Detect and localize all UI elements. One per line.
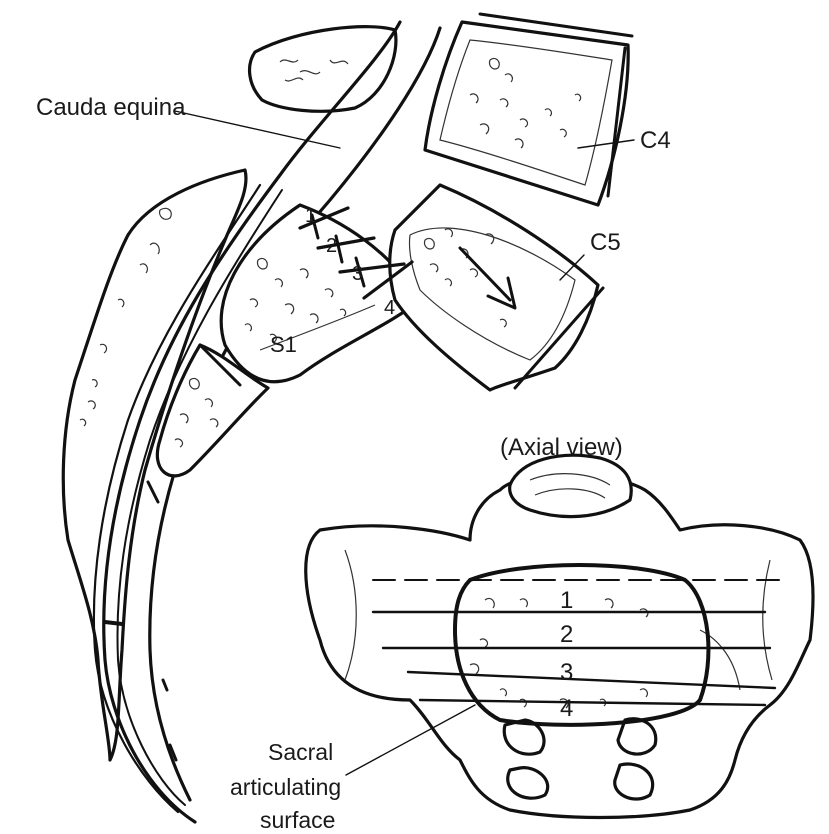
axial-level-3: 3 xyxy=(560,659,573,686)
sacral-lamina xyxy=(63,170,246,760)
axial-level-4: 4 xyxy=(560,695,573,722)
sagittal-level-2: 2 xyxy=(326,235,337,257)
posterior-element-top xyxy=(250,27,396,112)
axial-level-2: 2 xyxy=(560,621,573,648)
axial-level-1: 1 xyxy=(560,587,573,614)
c4-label: C4 xyxy=(640,127,671,154)
vertebra-c4 xyxy=(425,22,628,205)
sacral-label-line2: articulating xyxy=(230,774,341,800)
sagittal-level-1: 1 xyxy=(305,205,316,227)
sagittal-level-3: 3 xyxy=(352,263,363,285)
s1-label: S1 xyxy=(270,332,297,357)
cauda-equina-label: Cauda equina xyxy=(36,94,186,121)
sacral-label-line3: surface xyxy=(260,807,335,833)
vertebra-c5 xyxy=(390,185,598,390)
c5-label: C5 xyxy=(590,229,621,256)
sacral-label-line1: Sacral xyxy=(268,739,333,765)
axial-view: 1 2 3 4 xyxy=(306,455,813,817)
sagittal-level-4: 4 xyxy=(384,297,395,319)
vertebra-s1 xyxy=(221,205,420,382)
